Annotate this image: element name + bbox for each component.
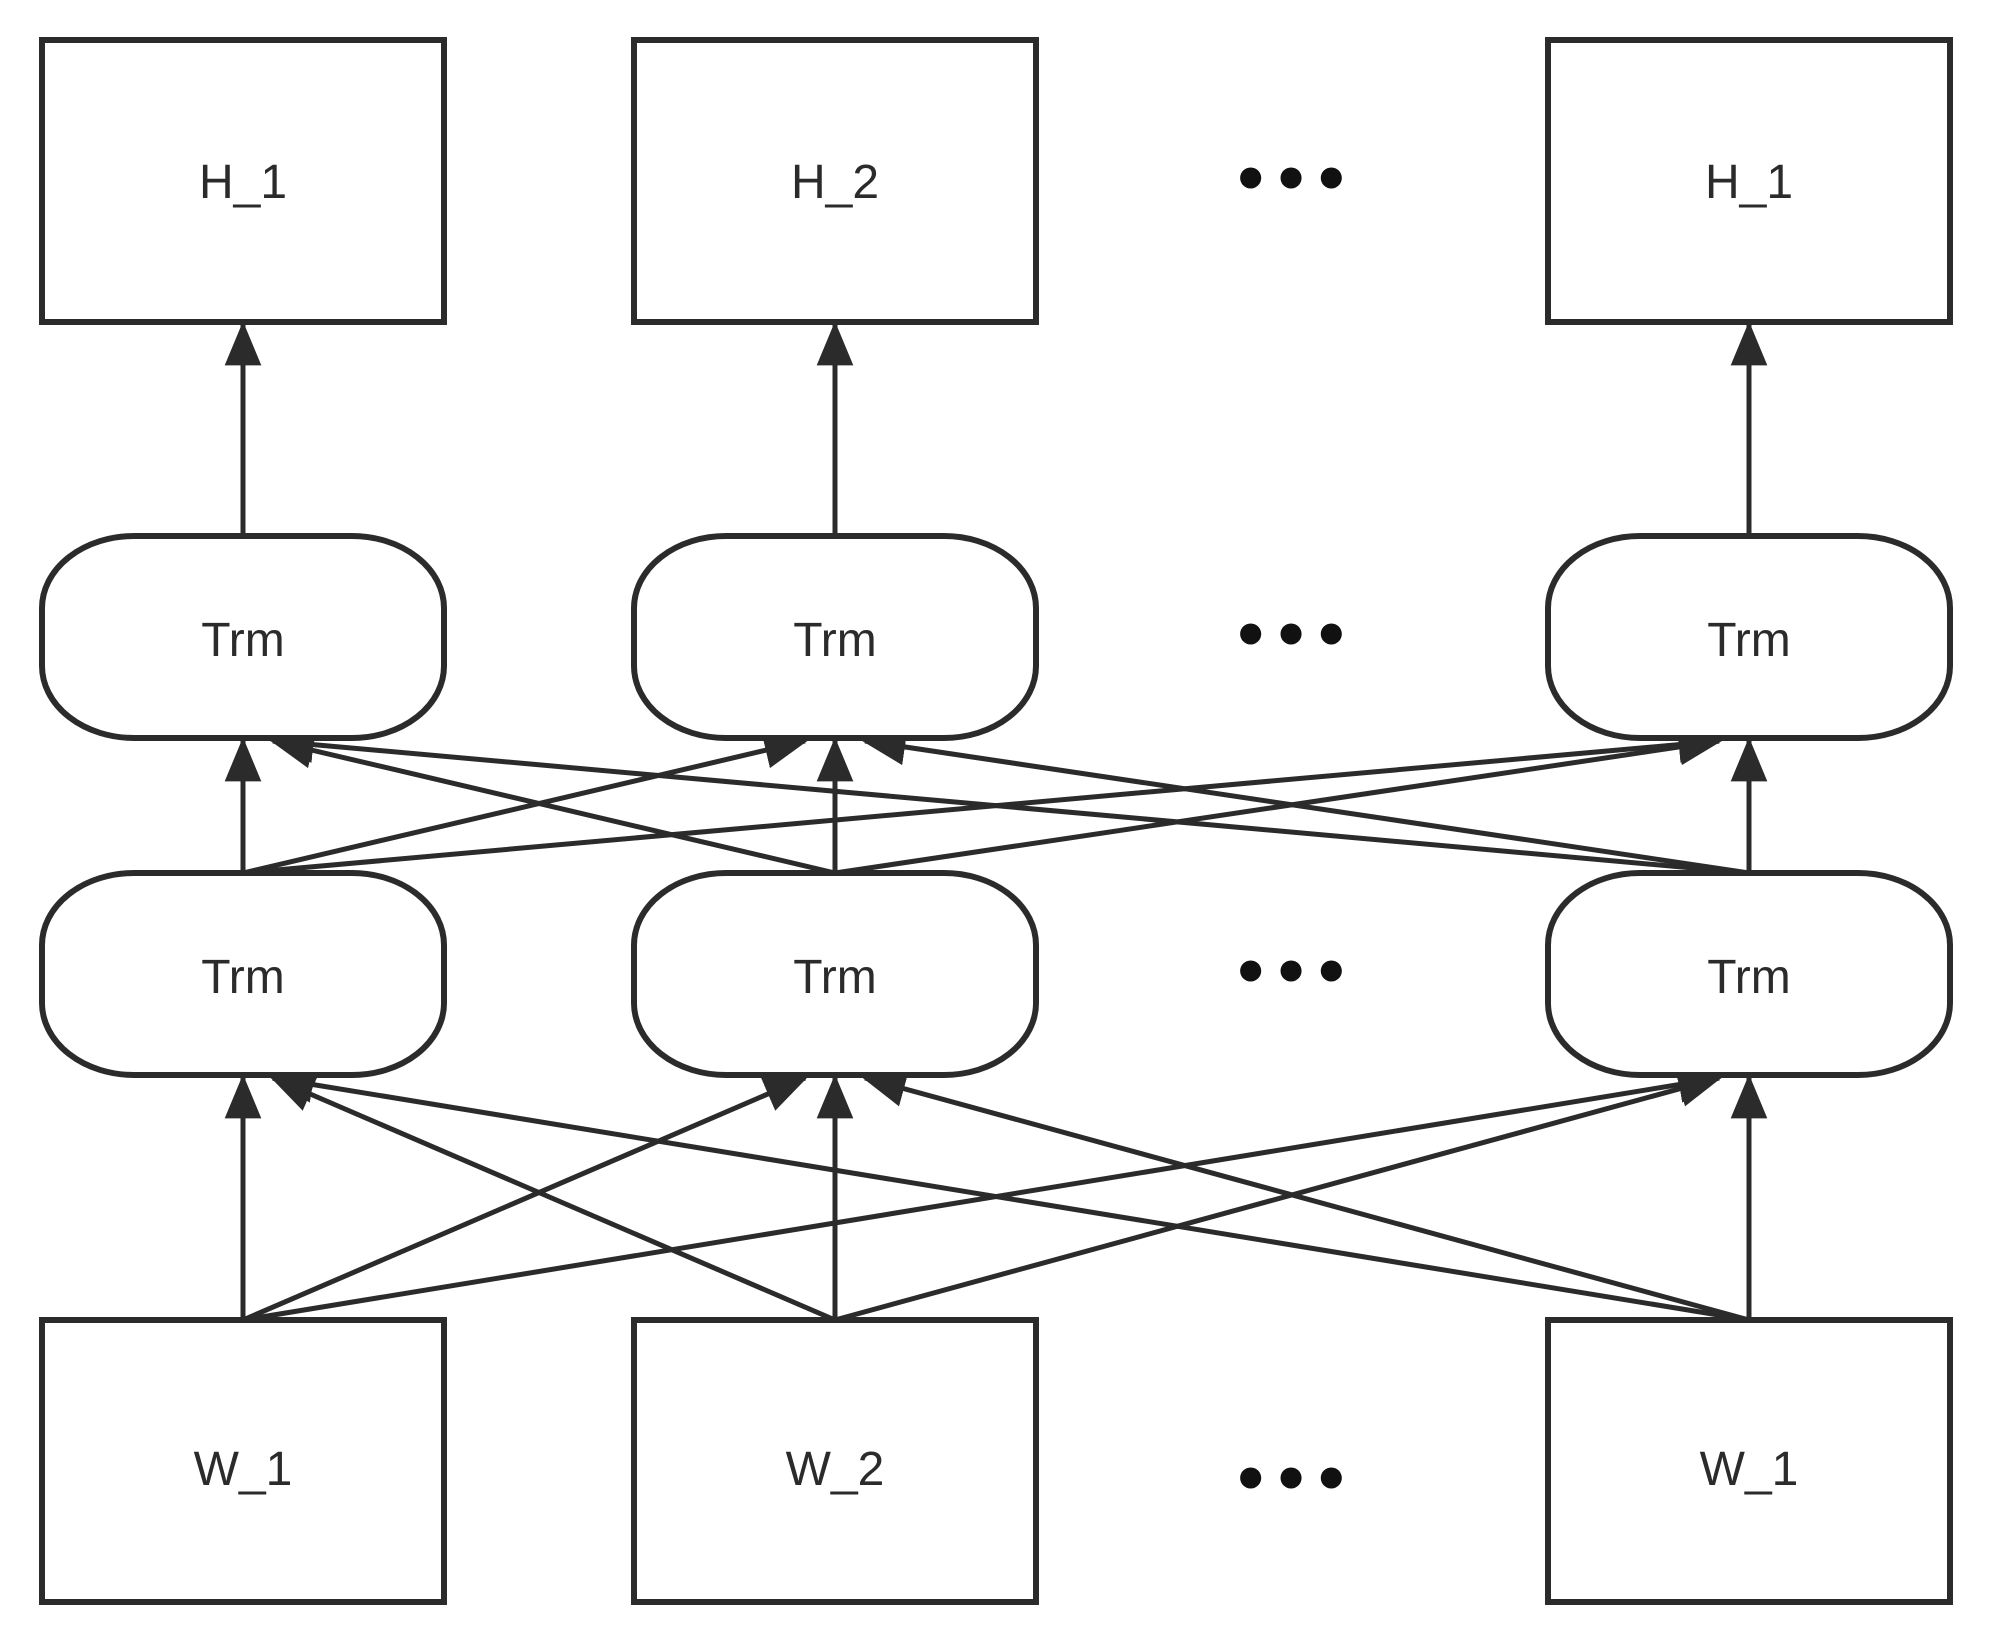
trm-layer2-node-1-label: Trm [201, 614, 285, 667]
edge-t1a-to-t2b [242, 732, 809, 876]
trm-layer2-node-n-label: Trm [1707, 614, 1791, 667]
edge-w1-to-t1c [242, 1066, 1723, 1323]
trm-layer2-node-2: Trm [631, 533, 1039, 741]
input-ellipsis: ••• [1231, 1445, 1352, 1515]
edge-t1c-to-t2b [861, 728, 1750, 876]
trm-layer1-node-1-label: Trm [201, 951, 285, 1004]
output-node-h2: H_2 [631, 37, 1039, 325]
edge-w1-to-t1b [242, 1075, 809, 1323]
layer2-ellipsis: ••• [1231, 601, 1352, 671]
trm-layer2-node-2-label: Trm [793, 614, 877, 667]
input-node-w2: W_2 [631, 1317, 1039, 1605]
trm-layer1-node-n-label: Trm [1707, 951, 1791, 1004]
trm-layer2-node-n: Trm [1545, 533, 1953, 741]
output-node-hn: H_1 [1545, 37, 1953, 325]
input-node-w1-label: W_1 [194, 1443, 293, 1496]
output-node-h1-label: H_1 [199, 156, 287, 209]
edge-wn-to-t1a [269, 1066, 1750, 1323]
layer1-ellipsis: ••• [1231, 938, 1352, 1008]
edge-t1b-to-t2c [834, 728, 1723, 876]
edge-t1c-to-t2a [269, 726, 1750, 876]
edge-t1b-to-t2a [269, 732, 836, 876]
input-node-w2-label: W_2 [786, 1443, 885, 1496]
edge-wn-to-t1b [861, 1070, 1750, 1323]
edges-group [224, 321, 1768, 1323]
input-node-w1: W_1 [39, 1317, 447, 1605]
edge-w2-to-t1c [834, 1070, 1723, 1323]
trm-layer1-node-1: Trm [39, 870, 447, 1078]
output-ellipsis: ••• [1231, 145, 1352, 215]
output-node-h2-label: H_2 [791, 156, 879, 209]
input-node-wn-label: W_1 [1700, 1443, 1799, 1496]
trm-layer1-node-2: Trm [631, 870, 1039, 1078]
input-node-wn: W_1 [1545, 1317, 1953, 1605]
output-node-h1: H_1 [39, 37, 447, 325]
trm-layer2-node-1: Trm [39, 533, 447, 741]
edge-w2-to-t1a [269, 1075, 836, 1323]
trm-layer1-node-n: Trm [1545, 870, 1953, 1078]
trm-layer1-node-2-label: Trm [793, 951, 877, 1004]
edge-t1a-to-t2c [242, 726, 1723, 876]
output-node-hn-label: H_1 [1705, 156, 1793, 209]
